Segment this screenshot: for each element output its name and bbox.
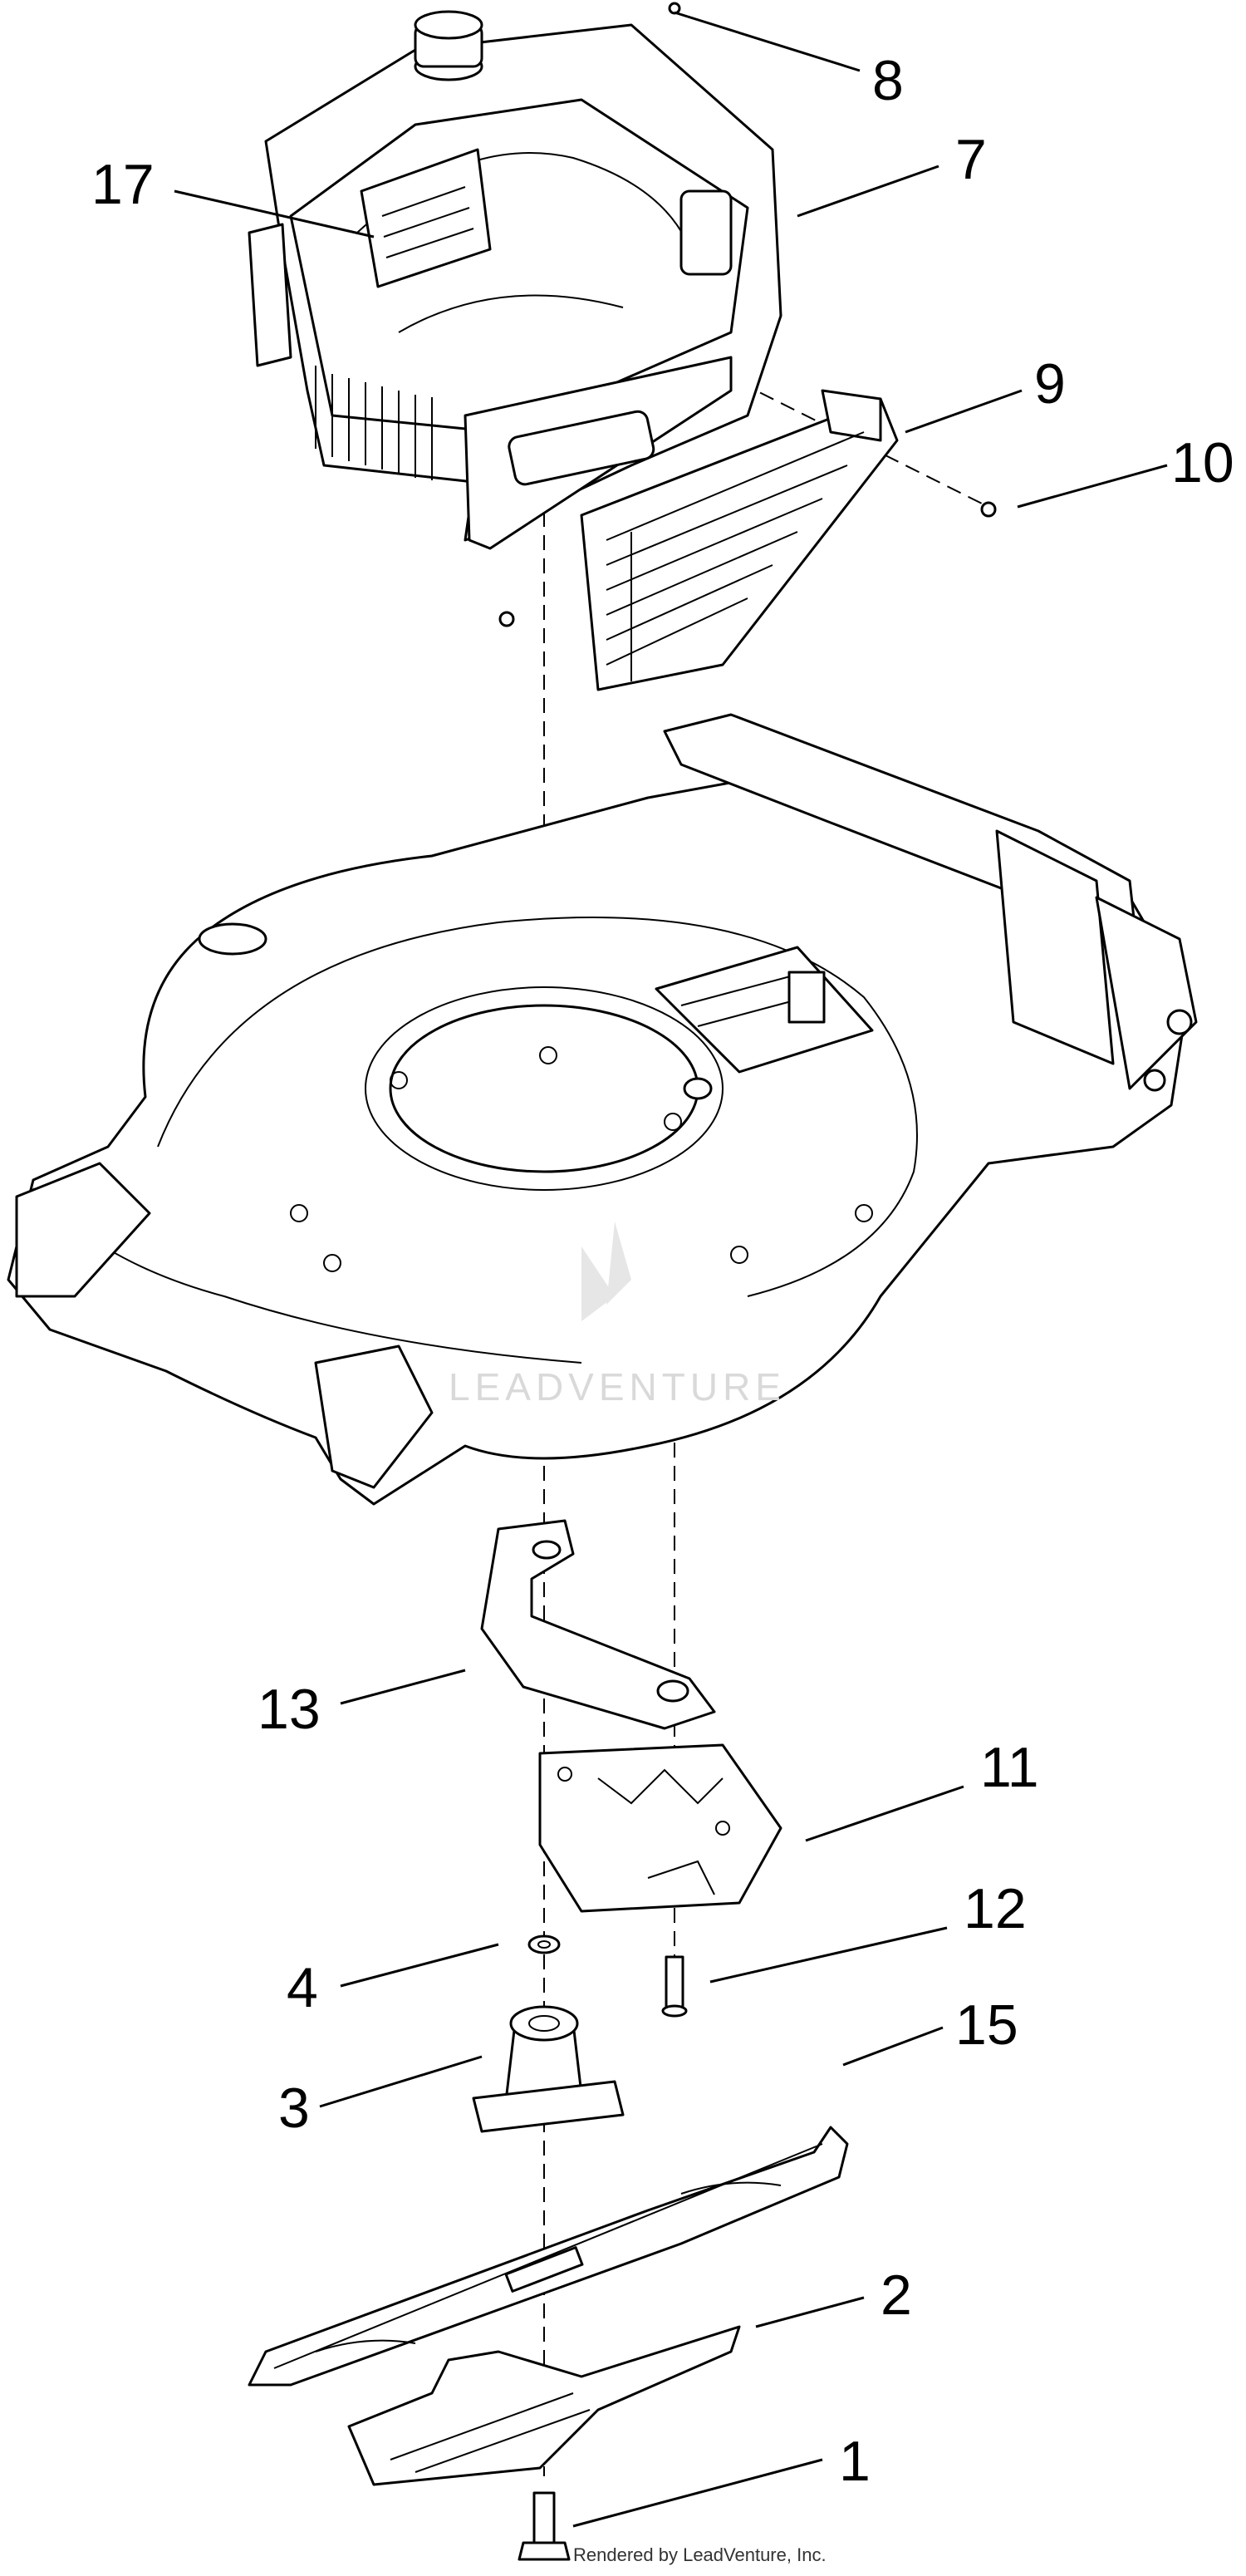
blade-adapter-3 xyxy=(472,2005,625,2133)
blade-15 xyxy=(248,2126,849,2387)
shroud-screw xyxy=(498,611,515,627)
leader-7 xyxy=(797,165,939,218)
leader-11 xyxy=(805,1785,964,1842)
engine-decal xyxy=(360,148,492,288)
watermark: LEADVENTURE xyxy=(449,1222,786,1408)
deck-plate xyxy=(655,946,874,1074)
screw-10 xyxy=(980,501,997,518)
blade-bolt-1 xyxy=(518,2491,571,2561)
callout-15: 15 xyxy=(955,1993,1018,2057)
render-credit: Rendered by LeadVenture, Inc. xyxy=(573,2544,827,2565)
callout-10: 10 xyxy=(1171,431,1234,494)
engine-cooling-fins xyxy=(315,366,433,480)
leader-3 xyxy=(319,2055,483,2108)
leader-2 xyxy=(755,2296,865,2328)
engine-shroud xyxy=(580,389,899,691)
screw-8 xyxy=(668,2,681,15)
watermark-text: LEADVENTURE xyxy=(449,1365,786,1408)
mower-deck xyxy=(7,763,1190,1506)
leader-lines xyxy=(174,11,1168,2528)
shroud-grille xyxy=(606,431,865,681)
callout-2: 2 xyxy=(881,2264,912,2327)
rear-handle-bracket xyxy=(663,713,1198,1092)
baffle-13 xyxy=(480,1519,716,1730)
callout-numbers: 8 7 17 9 10 13 11 12 4 3 15 2 1 xyxy=(91,49,1234,2493)
leader-12 xyxy=(709,1926,948,1984)
callout-9: 9 xyxy=(1034,352,1066,415)
leader-9 xyxy=(905,389,1023,434)
washer-4 xyxy=(527,1934,561,1954)
callout-11: 11 xyxy=(980,1736,1039,1799)
callout-12: 12 xyxy=(964,1877,1027,1940)
callout-1: 1 xyxy=(839,2430,871,2493)
callout-17: 17 xyxy=(91,153,155,216)
bolt-12 xyxy=(661,1955,688,2018)
leader-15 xyxy=(842,2026,944,2067)
oil-fill-cap xyxy=(414,10,483,81)
leader-13 xyxy=(340,1669,466,1705)
callout-13: 13 xyxy=(258,1678,321,1741)
callout-3: 3 xyxy=(278,2077,310,2140)
leader-10 xyxy=(1017,464,1168,509)
leader-8 xyxy=(674,11,861,72)
callout-4: 4 xyxy=(287,1956,318,2019)
callout-7: 7 xyxy=(955,128,987,191)
baffle-11 xyxy=(538,1743,782,1913)
leader-17 xyxy=(174,189,375,238)
leader-1 xyxy=(572,2458,823,2528)
engine xyxy=(248,23,782,550)
leader-4 xyxy=(340,1943,499,1988)
callout-8: 8 xyxy=(872,49,904,112)
blade-stiffener-2 xyxy=(347,2325,741,2486)
